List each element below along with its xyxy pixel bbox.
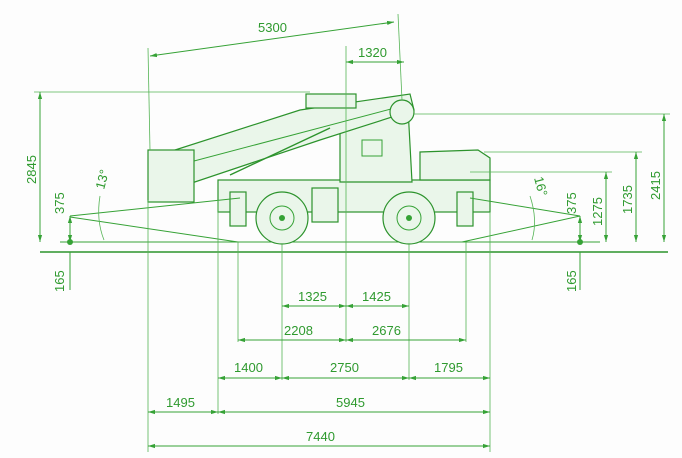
boom-inner-line xyxy=(159,103,411,171)
boom-rest xyxy=(305,93,357,109)
label-angle-13: 13° xyxy=(92,168,112,191)
label-165-left: 165 xyxy=(52,270,67,292)
label-2208: 2208 xyxy=(284,323,313,338)
label-1735: 1735 xyxy=(620,185,635,214)
label-1400: 1400 xyxy=(234,360,263,375)
label-2845: 2845 xyxy=(24,155,39,184)
crane-illustration xyxy=(147,93,491,245)
boom-head xyxy=(147,149,195,203)
label-1425: 1425 xyxy=(362,289,391,304)
label-2415: 2415 xyxy=(648,171,663,200)
side-box xyxy=(311,187,339,223)
label-5945: 5945 xyxy=(336,395,365,410)
label-375-right: 375 xyxy=(564,192,579,214)
ext-boom-right xyxy=(397,13,403,101)
rear-wheel-hub xyxy=(269,205,295,231)
label-1795: 1795 xyxy=(434,360,463,375)
rear-outrigger xyxy=(229,191,247,227)
label-2676: 2676 xyxy=(372,323,401,338)
boom-pivot xyxy=(389,99,415,125)
rear-wheel-center xyxy=(279,215,285,221)
label-2750: 2750 xyxy=(330,360,359,375)
front-hood xyxy=(419,149,491,181)
label-1495: 1495 xyxy=(166,395,195,410)
label-1275: 1275 xyxy=(590,197,605,226)
rear-approach-line xyxy=(69,216,239,243)
dim-line-5300 xyxy=(149,20,395,58)
label-angle-16: 16° xyxy=(531,175,551,198)
lift-cylinder xyxy=(229,127,331,176)
front-wheel-hub xyxy=(396,205,422,231)
front-approach-line xyxy=(461,215,581,243)
label-5300: 5300 xyxy=(258,20,287,35)
front-outrigger xyxy=(456,191,474,227)
ext-boom-left xyxy=(147,47,151,151)
front-angle-arc xyxy=(529,195,535,241)
label-1320: 1320 xyxy=(358,45,387,60)
front-angle-line xyxy=(469,197,581,217)
label-375-left: 375 xyxy=(52,192,67,214)
label-165-right: 165 xyxy=(564,270,579,292)
label-1325: 1325 xyxy=(298,289,327,304)
chassis xyxy=(217,179,491,213)
rear-angle-arc xyxy=(98,195,105,241)
front-wheel-center xyxy=(406,215,412,221)
label-7440: 7440 xyxy=(306,429,335,444)
cab-window xyxy=(361,139,383,157)
